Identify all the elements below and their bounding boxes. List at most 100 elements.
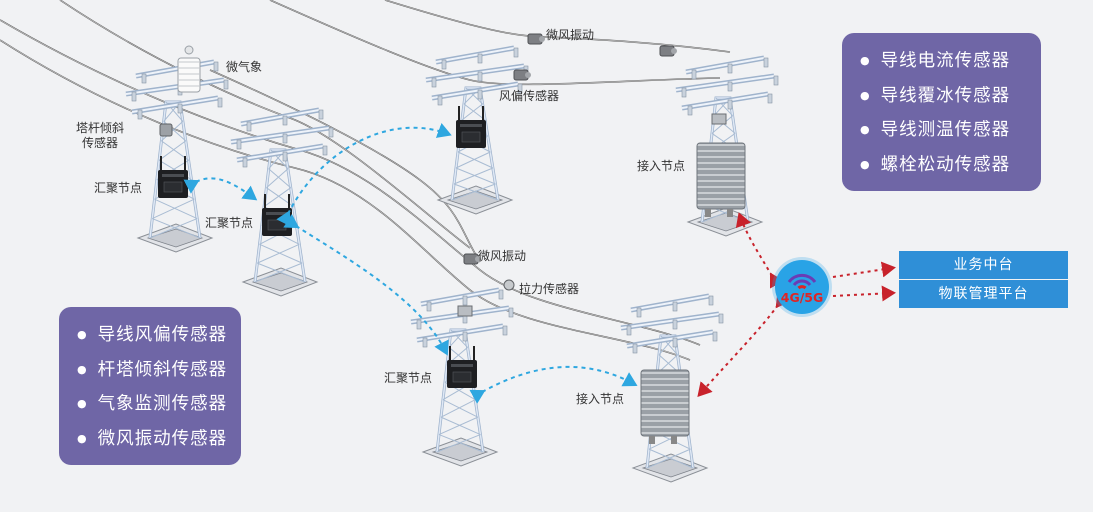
tower-arm-light (135, 61, 215, 77)
insulator (691, 69, 697, 80)
insulator (217, 97, 223, 108)
vibration-sensor-label: 微风振动 (546, 28, 595, 42)
insulator (131, 91, 137, 102)
sensor-item: 杆塔倾斜传感器 (77, 354, 227, 389)
tower-arm-light (681, 93, 769, 109)
tower-arm-light (431, 83, 519, 99)
gateway-stripe (162, 174, 184, 177)
insulator (426, 301, 432, 312)
insulator (137, 109, 143, 120)
insulator (328, 127, 334, 138)
gateway-device (456, 106, 486, 148)
insulator (517, 83, 523, 94)
red-link (832, 285, 896, 302)
insulator (318, 109, 324, 120)
insulator (242, 157, 248, 168)
access-node-port (727, 209, 733, 217)
insulator (282, 151, 288, 162)
tension-sensor-label: 拉力传感器 (519, 282, 580, 296)
insulator (718, 313, 724, 324)
insulator (246, 121, 252, 132)
insulator (282, 133, 288, 144)
tower-legs-light (149, 101, 201, 239)
sensor-item: 导线风偏传感器 (77, 319, 227, 354)
gateway-device (158, 156, 188, 198)
insulator (672, 337, 678, 348)
insulator (681, 87, 687, 98)
insulator (708, 295, 714, 306)
insulator (416, 319, 422, 330)
tower-arm-light (240, 109, 320, 125)
tower-arm-light (620, 313, 720, 329)
tower-arm-light (435, 47, 515, 63)
access-node-device (696, 142, 746, 217)
tower (230, 107, 334, 297)
insulator (441, 59, 447, 70)
iot-platform-box: 物联管理平台 (899, 280, 1068, 308)
insulator (223, 79, 229, 90)
right-sensor-panel: 导线电流传感器 导线覆冰传感器 导线测温传感器 螺栓松动传感器 (842, 33, 1041, 191)
insulator (672, 319, 678, 330)
weather-sensor-cap (184, 45, 194, 55)
tension-sensor (503, 279, 515, 291)
sensor-lens (539, 36, 545, 42)
gateway-stripe (266, 212, 288, 215)
insulator (282, 115, 288, 126)
insulator (462, 295, 468, 306)
access-node-port (671, 436, 677, 444)
blue-link (276, 122, 452, 227)
tower-arm-light (425, 65, 525, 81)
micro-weather-label: 微气象 (226, 60, 263, 74)
gateway-stripe (451, 364, 473, 367)
converge-node-label: 汇聚节点 (205, 216, 254, 230)
sensor-item: 螺栓松动传感器 (860, 149, 1023, 184)
red-link (832, 261, 896, 278)
insulator (687, 105, 693, 116)
insulator (727, 81, 733, 92)
insulator (626, 325, 632, 336)
gateway-panel (267, 219, 287, 231)
business-platform-box: 业务中台 (899, 251, 1068, 279)
insulator (508, 307, 514, 318)
insulator (477, 71, 483, 82)
current-sensor (711, 113, 727, 125)
insulator (727, 99, 733, 110)
insulator (422, 337, 428, 348)
insulator (477, 89, 483, 100)
vibration-sensor-label: 微风振动 (478, 249, 527, 263)
sensor-item: 气象监测传感器 (77, 388, 227, 423)
sensor-item: 微风振动传感器 (77, 423, 227, 458)
tower-arm-light (230, 127, 330, 143)
tower-arm-light (630, 295, 710, 311)
wire-highlight (269, 0, 721, 85)
sensor-item: 导线覆冰传感器 (860, 80, 1023, 115)
insulator (632, 343, 638, 354)
tower-arm-light (131, 97, 219, 113)
tilt-sensor (159, 123, 173, 137)
insulator (213, 61, 219, 72)
blue-link (283, 213, 449, 356)
tilt-sensor-label: 塔杆倾斜传感器 (76, 121, 125, 150)
insulator (322, 145, 328, 156)
sensor-item: 导线电流传感器 (860, 45, 1023, 80)
blue-link (183, 177, 258, 201)
access-node-port (649, 436, 655, 444)
insulator (763, 57, 769, 68)
wifi-icon (787, 273, 817, 290)
network-hub: 4G/5G (775, 260, 829, 314)
insulator (431, 77, 437, 88)
weather-station (177, 57, 201, 93)
blue-link (469, 365, 638, 404)
tower-base (446, 190, 504, 210)
access-node-device (640, 369, 690, 444)
insulator (498, 289, 504, 300)
network-label: 4G/5G (780, 290, 824, 305)
insulator (437, 95, 443, 106)
insulator (462, 331, 468, 342)
left-sensor-panel: 导线风偏传感器 杆塔倾斜传感器 气象监测传感器 微风振动传感器 (59, 307, 241, 465)
insulator (141, 73, 147, 84)
tower (425, 45, 529, 215)
tower-arm-light (675, 75, 775, 91)
